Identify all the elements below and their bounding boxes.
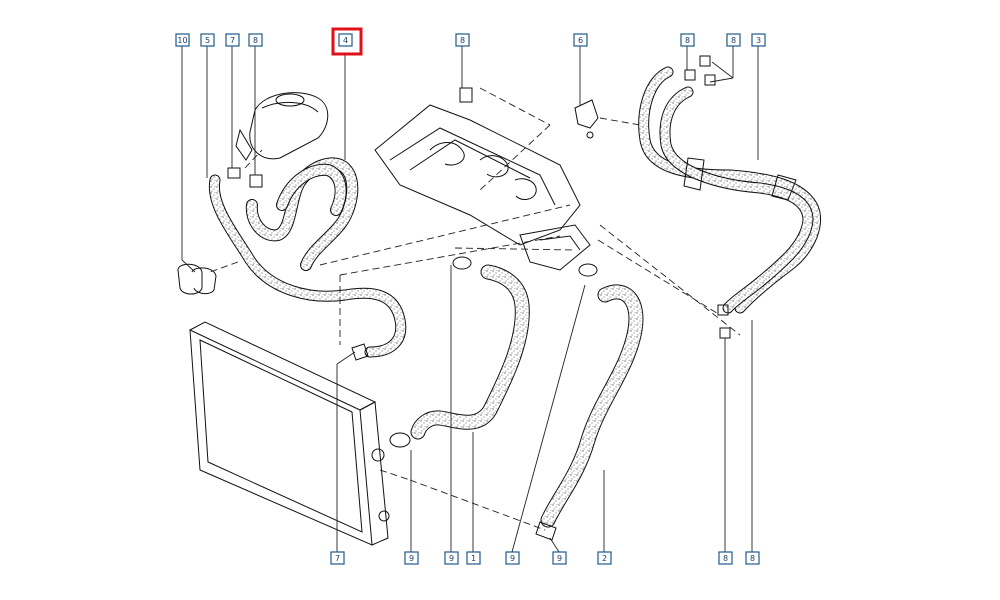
callout-7-top[interactable]: 7 — [225, 33, 240, 47]
svg-text:2: 2 — [602, 554, 607, 563]
radiator — [189, 321, 390, 546]
svg-text:8: 8 — [750, 554, 755, 563]
leader-lines — [181, 46, 759, 553]
callout-10[interactable]: 10 — [175, 33, 190, 47]
callout-2[interactable]: 2 — [597, 551, 612, 565]
expansion-tank — [235, 92, 329, 161]
callouts: 10 5 7 8 4 8 6 8 — [175, 27, 766, 565]
callout-3[interactable]: 3 — [751, 33, 766, 47]
svg-text:9: 9 — [510, 554, 515, 563]
svg-text:8: 8 — [685, 36, 690, 45]
svg-text:8: 8 — [460, 36, 465, 45]
svg-text:10: 10 — [177, 36, 187, 45]
hose-4 — [245, 157, 359, 271]
svg-text:9: 9 — [409, 554, 414, 563]
svg-text:4: 4 — [343, 36, 348, 45]
assembly-dashed-lines — [209, 87, 741, 531]
callout-8-engine[interactable]: 8 — [455, 33, 470, 47]
engine-block — [374, 104, 591, 271]
callout-9-bottom-a[interactable]: 9 — [404, 551, 419, 565]
svg-text:3: 3 — [756, 36, 761, 45]
hose-1 — [410, 264, 530, 440]
callout-9-bottom-b[interactable]: 9 — [444, 551, 459, 565]
callout-7-bottom[interactable]: 7 — [330, 551, 345, 565]
clamps — [177, 55, 731, 541]
callout-1[interactable]: 1 — [466, 551, 481, 565]
hose-3 — [638, 66, 822, 314]
svg-text:8: 8 — [731, 36, 736, 45]
svg-text:5: 5 — [205, 36, 210, 45]
hose-5 — [208, 174, 407, 358]
callout-8-bottom-a[interactable]: 8 — [718, 551, 733, 565]
callout-8-top-left[interactable]: 8 — [248, 33, 263, 47]
callout-8-top-right-b[interactable]: 8 — [726, 33, 741, 47]
svg-text:6: 6 — [578, 36, 583, 45]
callout-9-bottom-c[interactable]: 9 — [505, 551, 520, 565]
svg-text:9: 9 — [557, 554, 562, 563]
svg-text:7: 7 — [335, 554, 340, 563]
svg-text:8: 8 — [253, 36, 258, 45]
svg-text:1: 1 — [471, 554, 476, 563]
hose-2 — [540, 284, 644, 528]
callout-8-bottom-b[interactable]: 8 — [745, 551, 760, 565]
svg-text:8: 8 — [723, 554, 728, 563]
svg-text:7: 7 — [230, 36, 235, 45]
callout-4[interactable]: 4 — [331, 27, 363, 56]
callout-8-top-right-a[interactable]: 8 — [680, 33, 695, 47]
callout-6[interactable]: 6 — [573, 33, 588, 47]
callout-5[interactable]: 5 — [200, 33, 215, 47]
svg-text:9: 9 — [449, 554, 454, 563]
callout-9-bottom-d[interactable]: 9 — [552, 551, 567, 565]
